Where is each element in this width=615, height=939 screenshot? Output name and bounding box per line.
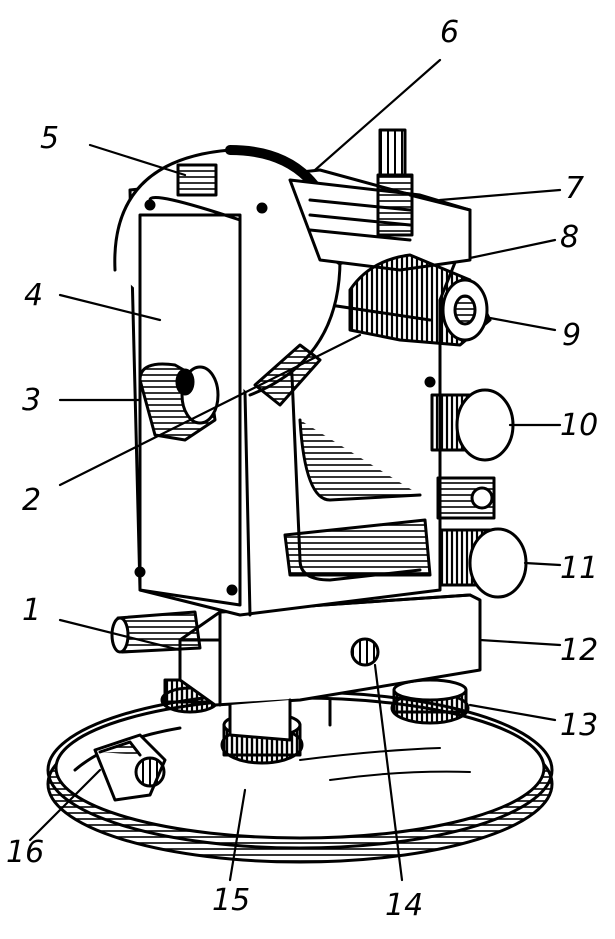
callout-2: 2 <box>22 483 41 518</box>
callout-10: 10 <box>560 408 598 443</box>
base-clamp <box>93 733 167 802</box>
callout-14: 14 <box>385 888 423 923</box>
callout-6: 6 <box>440 15 459 50</box>
callout-15: 15 <box>212 883 250 918</box>
callout-12: 12 <box>560 633 598 668</box>
callout-1: 1 <box>22 593 41 628</box>
callout-8: 8 <box>560 220 579 255</box>
focusing-drum <box>348 253 492 347</box>
eyepiece <box>138 362 220 442</box>
callout-9: 9 <box>562 318 581 353</box>
callout-4: 4 <box>24 278 43 313</box>
knob-11 <box>436 476 528 599</box>
telescope <box>288 128 472 272</box>
lower-clamp-knob <box>110 610 202 654</box>
callout-labels: 1 2 3 4 5 6 7 8 9 10 11 12 13 14 15 16 <box>6 15 598 923</box>
knob-10 <box>424 376 515 462</box>
callout-7: 7 <box>565 171 584 206</box>
callout-5: 5 <box>40 121 59 156</box>
callout-16: 16 <box>6 835 44 870</box>
top-knob <box>176 163 218 197</box>
callout-11: 11 <box>560 551 598 586</box>
callout-13: 13 <box>560 708 598 743</box>
illumination-mirror <box>253 343 322 407</box>
callout-3: 3 <box>22 383 41 418</box>
leader-lines <box>28 58 562 882</box>
base-plate <box>46 690 554 864</box>
